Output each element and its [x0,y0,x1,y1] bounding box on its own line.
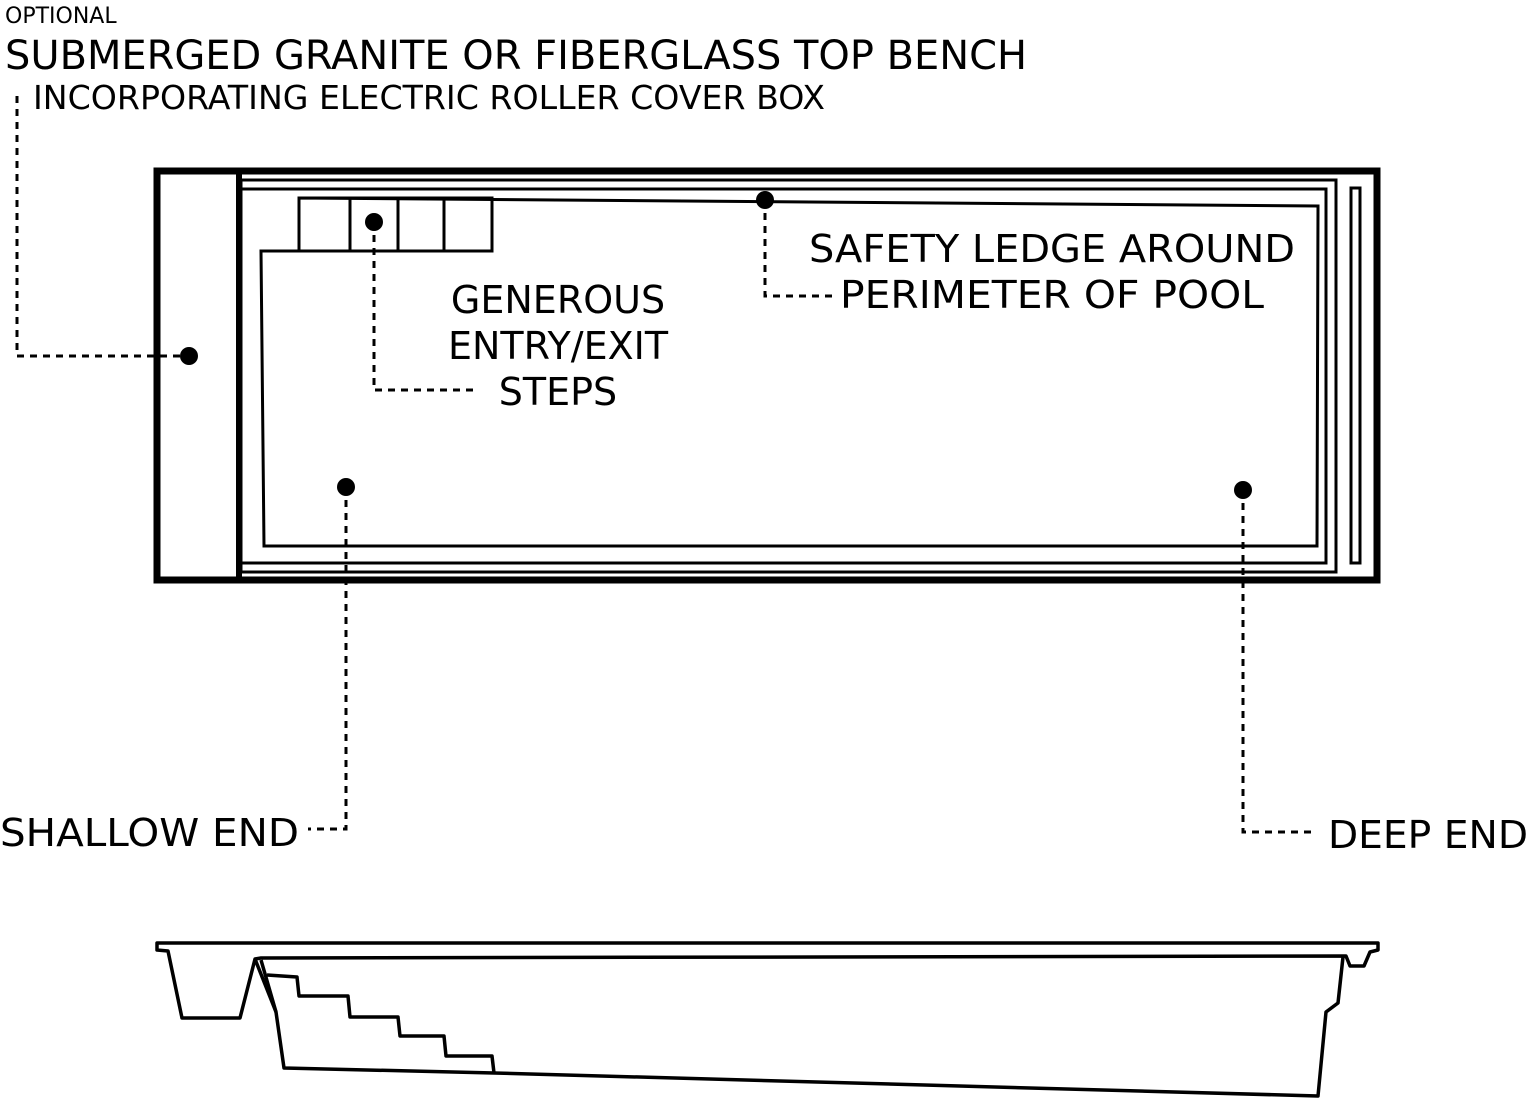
bench-title: SUBMERGED GRANITE OR FIBERGLASS TOP BENC… [5,33,1027,79]
ledge-dot [756,191,774,209]
ledge-line-2 [239,187,1328,565]
callout-dots [180,191,1252,499]
steps-label-line-2: ENTRY/EXIT [448,324,669,368]
pool-outer-wall [153,167,1381,584]
profile-basin [259,956,1345,1098]
deep-end-slot [1349,186,1362,565]
steps-dot [365,213,383,231]
deep-dot [1234,481,1252,499]
bench-dot [180,347,198,365]
steps-label-line-1: GENEROUS [451,278,665,322]
ledge-label-line-2: PERIMETER OF POOL [840,273,1264,317]
pool-profile-view [155,941,1380,1098]
shallow-end-label: SHALLOW END [0,811,299,855]
entry-steps [297,196,494,253]
ledge-leader [763,200,835,298]
shallow-dot [337,478,355,496]
profile-steps [266,973,496,1074]
ledge-label-line-1: SAFETY LEDGE AROUND [809,227,1295,271]
steps-label-line-3: STEPS [499,370,617,414]
steps-leader [372,222,478,392]
bench-subtitle: INCORPORATING ELECTRIC ROLLER COVER BOX [33,78,825,117]
callout-leaders [15,96,1313,834]
optional-label: OPTIONAL [5,4,117,29]
deep-end-label: DEEP END [1328,813,1528,857]
shallow-leader [308,487,348,831]
bench-leader [15,96,188,358]
pool-plan-view [153,167,1381,584]
profile-rim [155,941,1380,1020]
deep-leader [1241,490,1313,834]
